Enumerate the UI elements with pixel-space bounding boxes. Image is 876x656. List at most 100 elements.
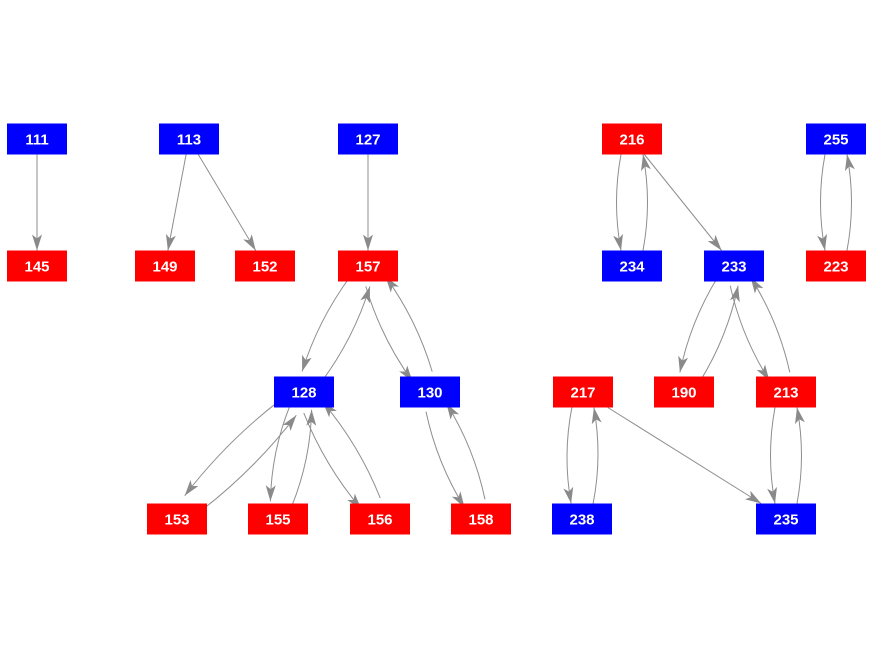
node-box: [338, 123, 398, 155]
graph-node-157: 157: [338, 250, 398, 282]
graph-node-152: 152: [235, 250, 295, 282]
edge-223-255: [845, 154, 855, 251]
node-label: 223: [823, 258, 848, 275]
edge-213-235: [767, 407, 777, 504]
edge-130-157: [385, 276, 433, 372]
edge-128-157: [321, 286, 371, 382]
edge-155-128: [291, 409, 317, 506]
edge-113-152: [197, 154, 257, 251]
node-box: [756, 503, 816, 535]
node-box: [338, 250, 398, 282]
node-box: [704, 250, 764, 282]
graph-node-128: 128: [274, 376, 334, 408]
graph-node-233: 233: [704, 250, 764, 282]
edge-190-233: [699, 285, 740, 381]
edge-153-128: [199, 414, 297, 512]
node-label: 157: [355, 258, 380, 275]
node-label: 111: [25, 131, 48, 148]
edge-238-217: [591, 407, 602, 504]
node-label: 217: [570, 384, 595, 401]
graph-node-238: 238: [552, 503, 612, 535]
node-box: [451, 503, 511, 535]
edge-233-213: [729, 285, 770, 381]
edge-255-223: [817, 154, 827, 251]
graph-node-217: 217: [553, 376, 613, 408]
graph-node-190: 190: [654, 376, 714, 408]
node-label: 235: [773, 511, 798, 528]
node-box: [552, 503, 612, 535]
graph-node-234: 234: [602, 250, 662, 282]
graph-node-223: 223: [806, 250, 866, 282]
node-box: [274, 376, 334, 408]
node-box: [135, 250, 195, 282]
node-label: 238: [569, 511, 594, 528]
edges-layer: [32, 154, 855, 512]
edge-128-155: [265, 405, 291, 502]
graph-node-155: 155: [248, 503, 308, 535]
edge-233-190: [678, 277, 719, 373]
edge-128-153: [184, 399, 282, 497]
node-box: [806, 123, 866, 155]
node-label: 155: [265, 511, 290, 528]
node-label: 127: [355, 131, 380, 148]
edge-217-235: [607, 407, 762, 504]
node-box: [159, 123, 219, 155]
node-label: 152: [252, 258, 277, 275]
edge-234-216: [641, 154, 651, 251]
node-box: [602, 250, 662, 282]
node-box: [602, 123, 662, 155]
edge-216-234: [613, 154, 623, 251]
edge-157-128: [301, 276, 351, 372]
graph-node-149: 149: [135, 250, 195, 282]
graph-node-156: 156: [350, 503, 410, 535]
edge-158-130: [445, 403, 486, 500]
edge-217-238: [563, 407, 574, 504]
node-box: [7, 250, 67, 282]
node-label: 255: [823, 131, 848, 148]
node-label: 190: [671, 384, 696, 401]
graph-node-213: 213: [756, 376, 816, 408]
node-label: 158: [468, 511, 493, 528]
edge-128-156: [303, 412, 362, 510]
node-box: [147, 503, 207, 535]
nodes-layer: 111 113 127 216 255 145 149 152 157 234 233 223 128 1…: [7, 123, 866, 535]
node-box: [350, 503, 410, 535]
node-label: 234: [619, 258, 645, 275]
graph-node-113: 113: [159, 123, 219, 155]
node-box: [7, 123, 67, 155]
edge-213-233: [750, 277, 791, 373]
node-label: 213: [773, 384, 798, 401]
graph-node-235: 235: [756, 503, 816, 535]
graph-node-130: 130: [400, 376, 460, 408]
graph-node-153: 153: [147, 503, 207, 535]
graph-node-127: 127: [338, 123, 398, 155]
node-label: 145: [24, 258, 49, 275]
edge-130-158: [425, 411, 466, 508]
node-box: [400, 376, 460, 408]
edge-113-149: [165, 154, 187, 251]
node-label: 216: [619, 131, 644, 148]
node-box: [235, 250, 295, 282]
graph-node-111: 111: [7, 123, 67, 155]
node-box: [806, 250, 866, 282]
graph-node-145: 145: [7, 250, 67, 282]
node-label: 128: [291, 384, 316, 401]
node-label: 153: [164, 511, 189, 528]
node-box: [553, 376, 613, 408]
node-label: 113: [177, 131, 201, 148]
edge-157-130: [365, 286, 413, 382]
node-box: [654, 376, 714, 408]
graph-node-158: 158: [451, 503, 511, 535]
edge-216-233: [644, 154, 722, 251]
edge-235-213: [795, 407, 805, 504]
node-box: [248, 503, 308, 535]
graph-node-216: 216: [602, 123, 662, 155]
node-label: 130: [417, 384, 442, 401]
node-box: [756, 376, 816, 408]
node-label: 156: [367, 511, 392, 528]
node-label: 149: [152, 258, 177, 275]
node-label: 233: [721, 258, 746, 275]
graph-node-255: 255: [806, 123, 866, 155]
